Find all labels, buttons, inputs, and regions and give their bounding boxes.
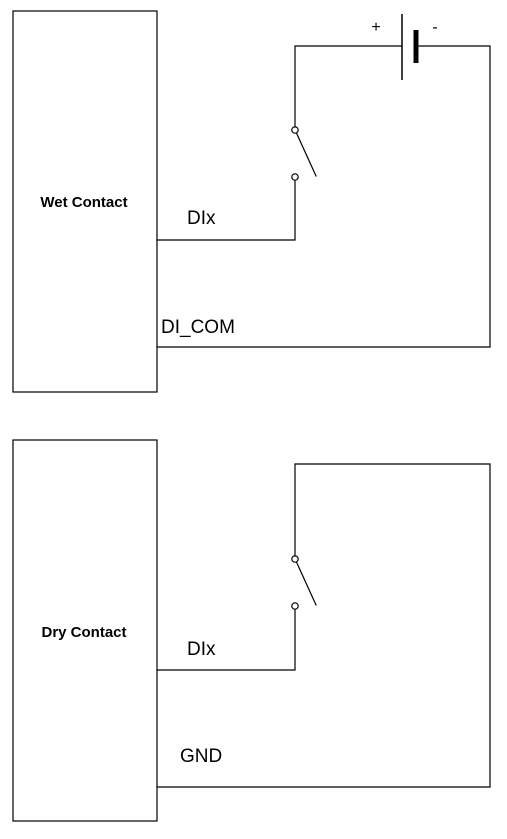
wet-dix-wire [156, 178, 296, 241]
wet-battery: + - [371, 14, 438, 80]
wet-contact-circuit: Wet Contact DIx + - DI_COM [12, 10, 491, 393]
dry-contact-module-box [12, 439, 158, 822]
dry-contact-title: Dry Contact [41, 624, 126, 641]
wet-dix-label: DIx [187, 208, 216, 229]
wet-common-label: DI_COM [161, 317, 235, 338]
wet-contact-title: Wet Contact [40, 194, 127, 211]
dry-ground-label: GND [180, 746, 222, 767]
battery-positive-label: + [371, 19, 380, 36]
wet-switch-blade [295, 131, 317, 177]
dry-ground-wire [156, 463, 491, 788]
dry-switch [291, 555, 317, 610]
dry-dix-wire [156, 607, 296, 671]
wet-common-wire [156, 45, 491, 348]
battery-negative-label: - [432, 19, 437, 36]
dry-dix-label: DIx [187, 639, 216, 660]
dry-switch-lower-terminal [291, 602, 299, 610]
dry-contact-circuit: Dry Contact DIx GND [12, 439, 491, 822]
wet-switch-lower-terminal [291, 173, 299, 181]
wet-switch-upper-terminal [291, 126, 299, 134]
wet-switch-to-battery-wire [294, 45, 403, 128]
wet-switch [291, 126, 317, 181]
dry-switch-upper-terminal [291, 555, 299, 563]
wet-contact-module-box [12, 10, 158, 393]
dry-switch-blade [295, 560, 317, 606]
